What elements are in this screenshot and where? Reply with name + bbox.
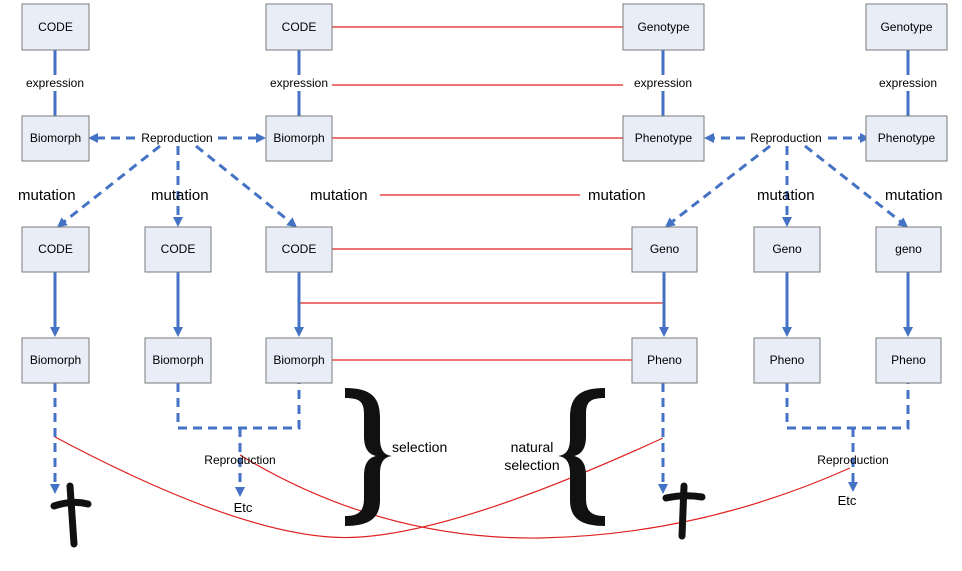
natural-selection-label-2: selection [504, 457, 559, 473]
etc-label-left: Etc [234, 500, 253, 515]
selection-label: selection [392, 439, 447, 455]
box-code-child-1: CODE [21, 226, 90, 273]
expression-label-mid-left: expression [270, 76, 328, 90]
box-biomorph-child-3: Biomorph [265, 337, 333, 384]
right-curly-brace [345, 388, 392, 526]
box-genotype-top-mid: Genotype [622, 3, 705, 51]
svg-text:Pheno: Pheno [770, 353, 805, 367]
box-code-child-2: CODE [144, 226, 212, 273]
box-biomorph-child-2: Biomorph [144, 337, 212, 384]
box-pheno-child-3: Pheno [875, 337, 942, 384]
box-biomorph-top-mid: Biomorph [265, 115, 333, 162]
svg-text:Biomorph: Biomorph [273, 353, 324, 367]
box-genotype-top-right: Genotype [865, 3, 948, 51]
reproduction-arrows-right [664, 133, 909, 228]
svg-text:CODE: CODE [38, 20, 73, 34]
mutation-label-center-right: mutation [588, 187, 646, 204]
reproduction-arrows-left [56, 133, 298, 228]
reproduction-label-bottom-left: Reproduction [204, 453, 275, 467]
left-curly-brace [558, 388, 605, 526]
svg-text:Genotype: Genotype [637, 20, 689, 34]
box-pheno-child-2: Pheno [753, 337, 821, 384]
svg-text:Genotype: Genotype [880, 20, 932, 34]
svg-text:geno: geno [895, 242, 922, 256]
box-biomorph-top-left: Biomorph [21, 115, 90, 162]
box-geno-child-1: Geno [631, 226, 698, 273]
box-geno-child-3: geno [875, 226, 942, 273]
box-phenotype-top-mid: Phenotype [622, 115, 705, 162]
mutation-label-center-left: mutation [310, 187, 368, 204]
link-death-left [54, 436, 664, 539]
etc-label-right: Etc [838, 493, 857, 508]
svg-text:Biomorph: Biomorph [152, 353, 203, 367]
box-pheno-child-1: Pheno [631, 337, 698, 384]
correspondence-lines [54, 26, 851, 539]
expression-label-right: expression [879, 76, 937, 90]
box-code-top-left: CODE [21, 3, 90, 51]
svg-text:Biomorph: Biomorph [273, 131, 324, 145]
expression-label-left: expression [26, 76, 84, 90]
svg-text:Biomorph: Biomorph [30, 131, 81, 145]
link-reproduction [239, 454, 851, 539]
svg-text:Pheno: Pheno [891, 353, 926, 367]
mutation-label-4: mutation [885, 187, 943, 204]
svg-text:Biomorph: Biomorph [30, 353, 81, 367]
death-cross-icon-right [662, 482, 706, 540]
box-geno-child-2: Geno [753, 226, 821, 273]
svg-text:Geno: Geno [650, 242, 680, 256]
expression-lines [53, 50, 910, 117]
mutation-label-1: mutation [18, 187, 76, 204]
expression-label-mid-right: expression [634, 76, 692, 90]
svg-text:Geno: Geno [772, 242, 802, 256]
reproduction-label-left: Reproduction [141, 131, 212, 145]
mutation-label-3: mutation [757, 187, 815, 204]
box-biomorph-child-1: Biomorph [21, 337, 90, 384]
expression-labels: expression expression expression express… [22, 75, 941, 91]
svg-text:CODE: CODE [38, 242, 73, 256]
reproduction-label-right: Reproduction [750, 131, 821, 145]
svg-text:CODE: CODE [161, 242, 196, 256]
box-code-child-3: CODE [265, 226, 333, 273]
natural-selection-label-1: natural [511, 439, 554, 455]
box-phenotype-top-right: Phenotype [865, 115, 948, 162]
mutation-label-2: mutation [151, 187, 209, 204]
death-cross-icon-left [50, 482, 92, 548]
svg-text:Phenotype: Phenotype [878, 131, 936, 145]
svg-text:Pheno: Pheno [647, 353, 682, 367]
svg-text:CODE: CODE [282, 242, 317, 256]
reproduction-label-bottom-right: Reproduction [817, 453, 888, 467]
selection-arrows [50, 383, 910, 497]
svg-text:CODE: CODE [282, 20, 317, 34]
box-code-top-mid: CODE [265, 3, 333, 51]
svg-text:Phenotype: Phenotype [635, 131, 693, 145]
development-arrows [50, 272, 913, 337]
